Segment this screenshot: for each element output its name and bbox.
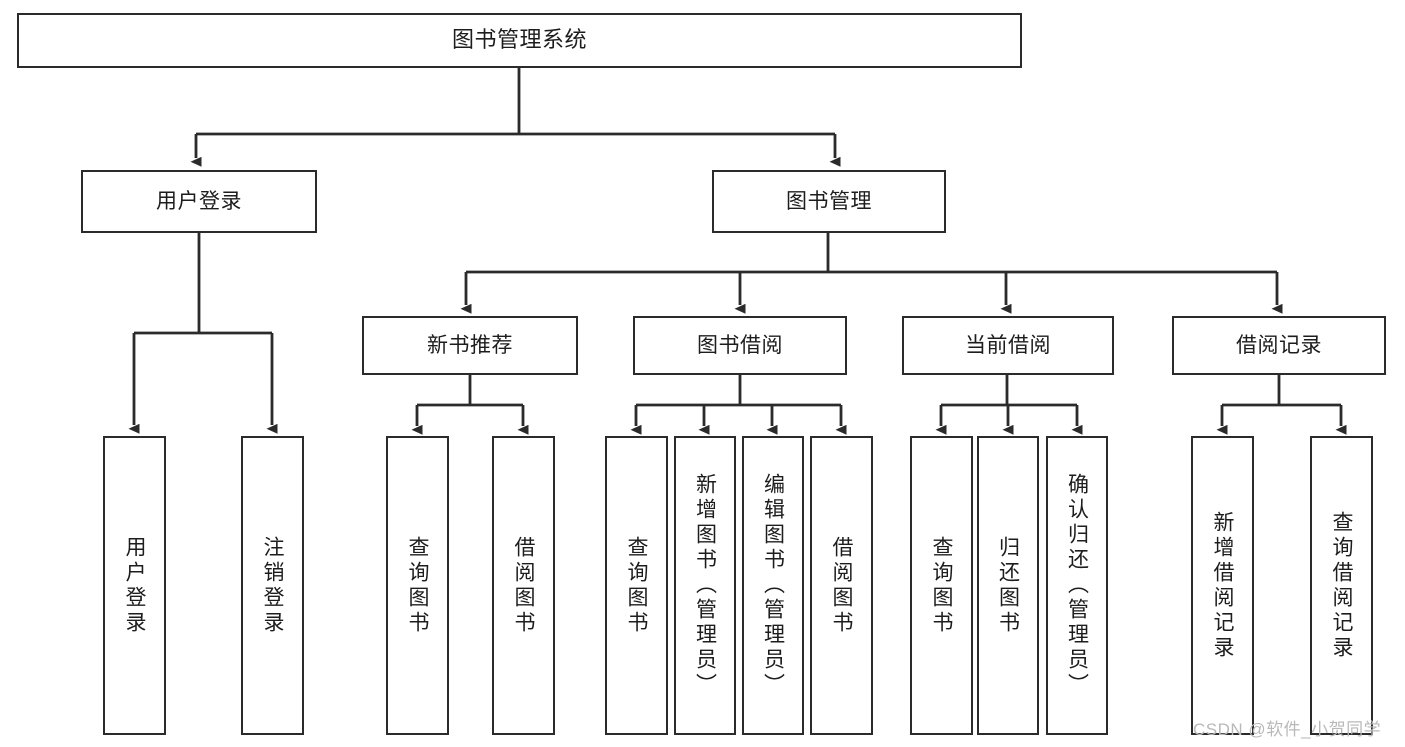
node-label: 用户登录 <box>156 189 242 213</box>
node-label: 查询借阅记录 <box>1330 510 1353 661</box>
node-label: 新增借阅记录 <box>1211 510 1234 661</box>
leaf-confirm-return-admin[interactable]: 确认归还（管理员） <box>1046 436 1108 735</box>
node-book-borrow[interactable]: 图书借阅 <box>633 316 847 375</box>
node-label: 借阅记录 <box>1236 333 1322 357</box>
node-user-login[interactable]: 用户登录 <box>81 170 317 233</box>
node-label: 借阅图书 <box>512 535 535 636</box>
node-new-book-recommend[interactable]: 新书推荐 <box>362 316 578 375</box>
node-current-borrow[interactable]: 当前借阅 <box>902 316 1114 375</box>
leaf-user-login[interactable]: 用户登录 <box>103 436 166 735</box>
leaf-query-book-recommend[interactable]: 查询图书 <box>386 436 449 735</box>
node-label: 查询图书 <box>625 535 648 636</box>
node-label: 图书管理系统 <box>451 27 587 53</box>
leaf-return-book[interactable]: 归还图书 <box>977 436 1039 735</box>
leaf-query-book-current[interactable]: 查询图书 <box>910 436 973 735</box>
node-label: 查询图书 <box>406 535 429 636</box>
leaf-borrow-book[interactable]: 借阅图书 <box>810 436 873 735</box>
node-label: 用户登录 <box>123 535 146 636</box>
node-label: 确认归还（管理员） <box>1065 473 1089 698</box>
leaf-edit-book-admin[interactable]: 编辑图书（管理员） <box>742 436 804 735</box>
node-label: 归还图书 <box>996 535 1020 636</box>
leaf-logout-login[interactable]: 注销登录 <box>241 436 304 735</box>
node-borrow-record[interactable]: 借阅记录 <box>1172 316 1386 375</box>
node-label: 编辑图书（管理员） <box>761 473 785 698</box>
node-book-management[interactable]: 图书管理 <box>712 170 946 233</box>
leaf-add-book-admin[interactable]: 新增图书（管理员） <box>674 436 736 735</box>
node-label: 新增图书（管理员） <box>693 473 717 698</box>
leaf-add-borrow-record[interactable]: 新增借阅记录 <box>1191 436 1254 735</box>
node-label: 图书借阅 <box>697 333 783 357</box>
node-label: 注销登录 <box>261 535 284 636</box>
node-root-book-management-system[interactable]: 图书管理系统 <box>17 13 1022 68</box>
node-label: 图书管理 <box>786 189 872 213</box>
node-label: 借阅图书 <box>830 535 853 636</box>
node-label: 当前借阅 <box>965 333 1051 357</box>
leaf-query-borrow-record[interactable]: 查询借阅记录 <box>1310 436 1373 735</box>
leaf-borrow-book-recommend[interactable]: 借阅图书 <box>492 436 555 735</box>
leaf-query-book-borrow[interactable]: 查询图书 <box>605 436 668 735</box>
node-label: 查询图书 <box>930 535 953 636</box>
node-label: 新书推荐 <box>427 333 513 357</box>
csdn-watermark: CSDN @软件_小贺同学 <box>1193 720 1382 739</box>
